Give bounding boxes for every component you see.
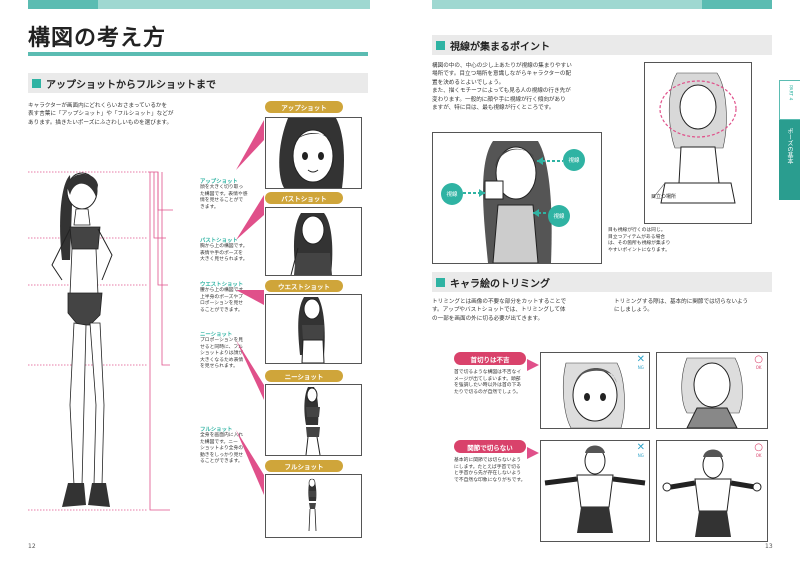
full-body-character-illustration bbox=[51, 172, 113, 507]
pointer-arrows bbox=[236, 120, 264, 495]
side-tab-part: PART 4 bbox=[779, 80, 800, 120]
gaze-marker-right: 視線 bbox=[548, 205, 570, 227]
eye-catch-caption: 目立つ場所 bbox=[651, 194, 677, 200]
ng-mark: ✕NG bbox=[636, 442, 645, 459]
eye-catch-character-illustration bbox=[652, 72, 737, 204]
upshot-character-illustration bbox=[279, 118, 344, 188]
top-bar-accent-light-right bbox=[432, 0, 702, 9]
fullshot-character-illustration bbox=[308, 478, 317, 532]
pill-waistshot: ウエストショット bbox=[265, 280, 343, 292]
pill-upshot: アップショット bbox=[265, 101, 343, 113]
frame-neck-ok: ○OK bbox=[656, 352, 768, 429]
shot-guide-lines bbox=[28, 171, 173, 511]
gaze-text: 構図の中の、中心の少し上あたりが視線の集まりやすい場所です。目立つ場所を意識しな… bbox=[432, 63, 572, 112]
page-number-right: 13 bbox=[765, 543, 773, 550]
frame-kneeshot bbox=[265, 384, 362, 456]
frame-joint-ng: ✕NG bbox=[540, 440, 650, 542]
top-bar-accent-light bbox=[98, 0, 370, 9]
ok-mark: ○OK bbox=[754, 442, 763, 459]
label-waistshot: ウエストショット 腰から上の構図です。上半身のポーズやプロポーションを見せること… bbox=[200, 282, 248, 313]
label-bustshot: バストショット 胸から上の構図です。表情や手のポーズを大きく見せられます。 bbox=[200, 238, 248, 263]
eye-catch-frame: 目立つ場所 bbox=[644, 62, 752, 224]
pill-kneeshot: ニーショット bbox=[265, 370, 343, 382]
frame-bustshot bbox=[265, 207, 362, 276]
top-bar-accent-dark-right bbox=[702, 0, 772, 9]
top-bar-accent-dark bbox=[28, 0, 98, 9]
frame-fullshot bbox=[265, 474, 362, 538]
label-upshot: アップショット 顔を大きく切り取った構図です。表情や感情を見せることができます。 bbox=[200, 179, 248, 210]
title-underline bbox=[28, 52, 368, 56]
heading-square-icon bbox=[32, 78, 41, 88]
pill-bustshot: バストショット bbox=[265, 192, 343, 204]
frame-waistshot bbox=[265, 294, 362, 364]
ng-mark: ✕NG bbox=[636, 354, 645, 371]
neck-ok-character-illustration bbox=[681, 357, 743, 428]
waistshot-character-illustration bbox=[298, 297, 325, 363]
section-heading-gaze: 視線が集まるポイント bbox=[432, 35, 772, 55]
heading-square-icon bbox=[436, 277, 445, 287]
section-heading-trimming: キャラ絵のトリミング bbox=[432, 272, 772, 292]
gaze-marker-main: 視線 bbox=[563, 149, 585, 171]
label-fullshot: フルショット 全身を画面内に入れた構図です。ニーショットより全身の動きをしっかり… bbox=[200, 427, 244, 465]
heading-square-icon bbox=[436, 40, 445, 50]
section-heading-text: 視線が集まるポイント bbox=[450, 41, 550, 53]
frame-neck-ng: ✕NG bbox=[540, 352, 650, 429]
trimming-text-a: トリミングとは画像の不要な部分をカットすることです。アップやバストショットでは、… bbox=[432, 299, 567, 322]
bustshot-character-illustration bbox=[290, 213, 333, 275]
joint-cut-text: 基本的に関節では切らないようにします。たとえば手首で切ると手首から先が存在しない… bbox=[454, 458, 526, 483]
page-title: 構図の考え方 bbox=[28, 26, 167, 51]
intro-text: キャラクターが画面内にどれくらいおさまっているかを表す言葉に「アップショット」や… bbox=[28, 103, 174, 126]
gaze-illustration-frame: 視線 視線 視線 bbox=[432, 132, 602, 264]
joint-ng-character-illustration bbox=[544, 445, 646, 533]
kneeshot-character-illustration bbox=[304, 387, 321, 455]
joint-ok-character-illustration bbox=[662, 449, 762, 537]
label-kneeshot: ニーショット プロポーションを見せると同時に、フルショットよりは顔が大きくなるた… bbox=[200, 332, 244, 370]
pill-fullshot: フルショット bbox=[265, 460, 343, 472]
eye-note: 目も視線が行くのは同じ。目立つアイテムがある場合は、その箇所も視線が集まりやすい… bbox=[608, 228, 671, 253]
neck-ng-character-illustration bbox=[562, 362, 625, 428]
section-heading-text: アップショットからフルショットまで bbox=[46, 79, 216, 91]
pill-joint-cut: 関節で切らない bbox=[454, 440, 526, 453]
ok-mark: ○OK bbox=[754, 354, 763, 371]
gaze-character-illustration bbox=[463, 141, 563, 263]
frame-upshot bbox=[265, 117, 362, 189]
neck-cut-text: 首で切るような構図は不吉なイメージが出てしまいます。頭部を強調したい時以外は首の… bbox=[454, 370, 522, 395]
gaze-marker-left: 視線 bbox=[441, 183, 463, 205]
pointer-arrow-1 bbox=[527, 359, 539, 371]
trimming-text-b: トリミングする際は、基本的に関節では切らないようにしましょう。 bbox=[614, 299, 749, 314]
pointer-arrow-2 bbox=[527, 447, 539, 459]
frame-joint-ok: ○OK bbox=[656, 440, 768, 542]
page-number-left: 12 bbox=[28, 543, 36, 550]
section-heading-shots: アップショットからフルショットまで bbox=[28, 73, 368, 93]
side-tab-label: ポーズの基本 bbox=[779, 120, 800, 200]
pill-neck-cut: 首切りは不吉 bbox=[454, 352, 526, 365]
section-heading-text: キャラ絵のトリミング bbox=[450, 278, 550, 290]
